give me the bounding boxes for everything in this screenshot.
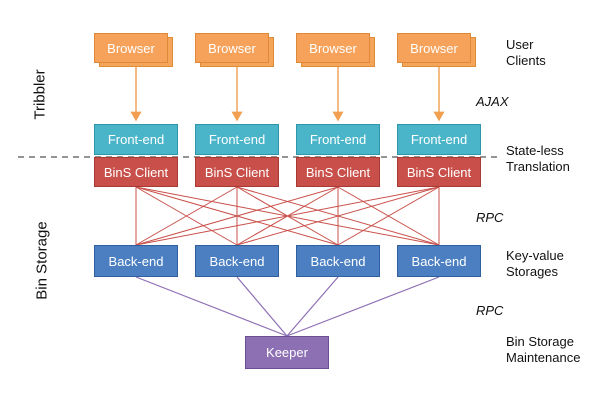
rpc-label-upper: RPC	[476, 210, 504, 225]
browser-box: Browser	[397, 33, 471, 63]
user-clients-line-2: Clients	[506, 53, 546, 68]
connection-lines	[130, 67, 445, 337]
browser-box: Browser	[195, 33, 269, 63]
bins-client-box: BinS Client	[94, 157, 178, 187]
bins-client-box: BinS Client	[296, 157, 380, 187]
bin-storage-label: Bin Storage	[33, 221, 51, 300]
browser-box: Browser	[296, 33, 370, 63]
backend-box: Back-end	[397, 245, 481, 277]
rpc-mesh-line	[135, 186, 339, 246]
keeper-line	[286, 276, 339, 337]
stateless-translation-label: State-less Translation	[506, 143, 570, 175]
frontend-box: Front-end	[94, 124, 178, 155]
ajax-label: AJAX	[476, 94, 509, 109]
browser-box: Browser	[94, 33, 168, 63]
bin-storage-maintenance-label: Bin Storage Maintenance	[506, 334, 580, 366]
key-value-line-1: Key-value	[506, 248, 564, 263]
frontend-box: Front-end	[195, 124, 279, 155]
stateless-line-2: Translation	[506, 159, 570, 174]
key-value-line-2: Storages	[506, 264, 559, 279]
frontend-box: Front-end	[296, 124, 380, 155]
user-clients-label: User Clients	[506, 37, 546, 69]
stateless-line-1: State-less	[506, 143, 564, 158]
rpc-mesh-line	[337, 186, 440, 246]
rpc-mesh-line	[135, 186, 440, 246]
frontend-box: Front-end	[397, 124, 481, 155]
bins-client-box: BinS Client	[397, 157, 481, 187]
key-value-storages-label: Key-value Storages	[506, 248, 564, 280]
bins-client-box: BinS Client	[195, 157, 279, 187]
rpc-mesh-line	[236, 186, 440, 246]
backend-box: Back-end	[94, 245, 178, 277]
keeper-line	[236, 276, 288, 337]
keeper-line	[135, 276, 288, 337]
tribbler-label: Tribbler	[31, 69, 49, 120]
rpc-mesh-line	[135, 186, 238, 246]
user-clients-line-1: User	[506, 37, 534, 52]
bsm-line-2: Maintenance	[506, 350, 581, 365]
rpc-label-lower: RPC	[476, 303, 504, 318]
keeper-box: Keeper	[245, 336, 329, 369]
keeper-line	[286, 276, 440, 337]
bsm-line-1: Bin Storage	[506, 334, 574, 349]
backend-box: Back-end	[296, 245, 380, 277]
backend-box: Back-end	[195, 245, 279, 277]
